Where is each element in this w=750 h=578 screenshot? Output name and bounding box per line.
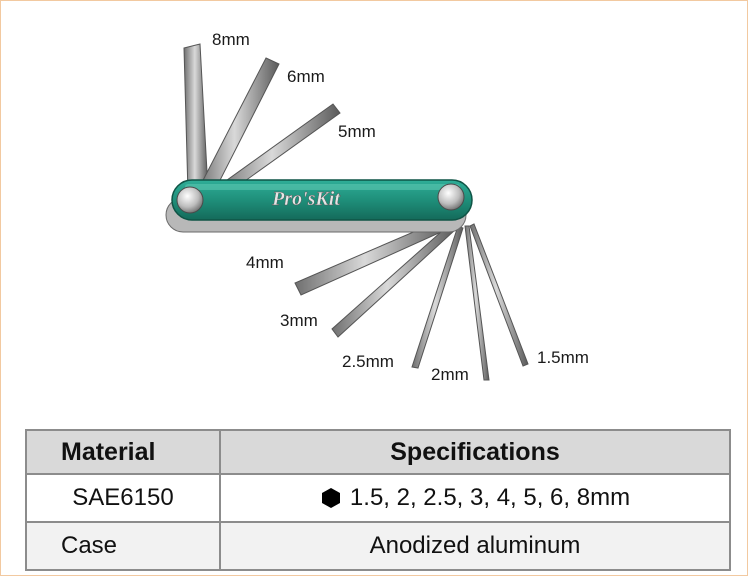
spec-cell: 1.5, 2, 2.5, 3, 4, 5, 6, 8mm	[219, 473, 731, 523]
key-1-5mm	[469, 223, 529, 367]
table-row: Case Anodized aluminum	[25, 521, 731, 571]
size-label-3mm: 3mm	[280, 311, 318, 330]
size-label-1-5mm: 1.5mm	[537, 348, 589, 367]
size-label-6mm: 6mm	[287, 67, 325, 86]
table-row: SAE6150 1.5, 2, 2.5, 3, 4, 5, 6, 8mm	[25, 473, 731, 523]
size-label-8mm: 8mm	[212, 30, 250, 49]
material-cell: SAE6150	[25, 473, 221, 523]
header-specifications: Specifications	[219, 429, 731, 475]
size-label-2mm: 2mm	[431, 365, 469, 384]
specifications-table: Material Specifications SAE6150 1.5, 2, …	[25, 429, 731, 571]
brand-logo: Pro'sKit	[271, 188, 341, 210]
case-label-cell: Case	[25, 521, 221, 571]
handle	[165, 179, 473, 233]
key-8mm	[183, 43, 209, 195]
pivot-bolt-left	[176, 186, 204, 214]
size-label-4mm: 4mm	[246, 253, 284, 272]
size-label-5mm: 5mm	[338, 122, 376, 141]
size-label-2-5mm: 2.5mm	[342, 352, 394, 371]
hexagon-icon	[321, 488, 340, 508]
table-header-row: Material Specifications	[25, 429, 731, 475]
case-value-cell: Anodized aluminum	[219, 521, 731, 571]
hex-key-set-illustration: Pro'sKit	[165, 43, 529, 381]
header-material: Material	[25, 429, 221, 475]
key-2-5mm	[411, 225, 464, 369]
pivot-bolt-right	[437, 183, 465, 211]
key-2mm	[464, 225, 490, 381]
spec-sizes-text: 1.5, 2, 2.5, 3, 4, 5, 6, 8mm	[349, 484, 631, 511]
